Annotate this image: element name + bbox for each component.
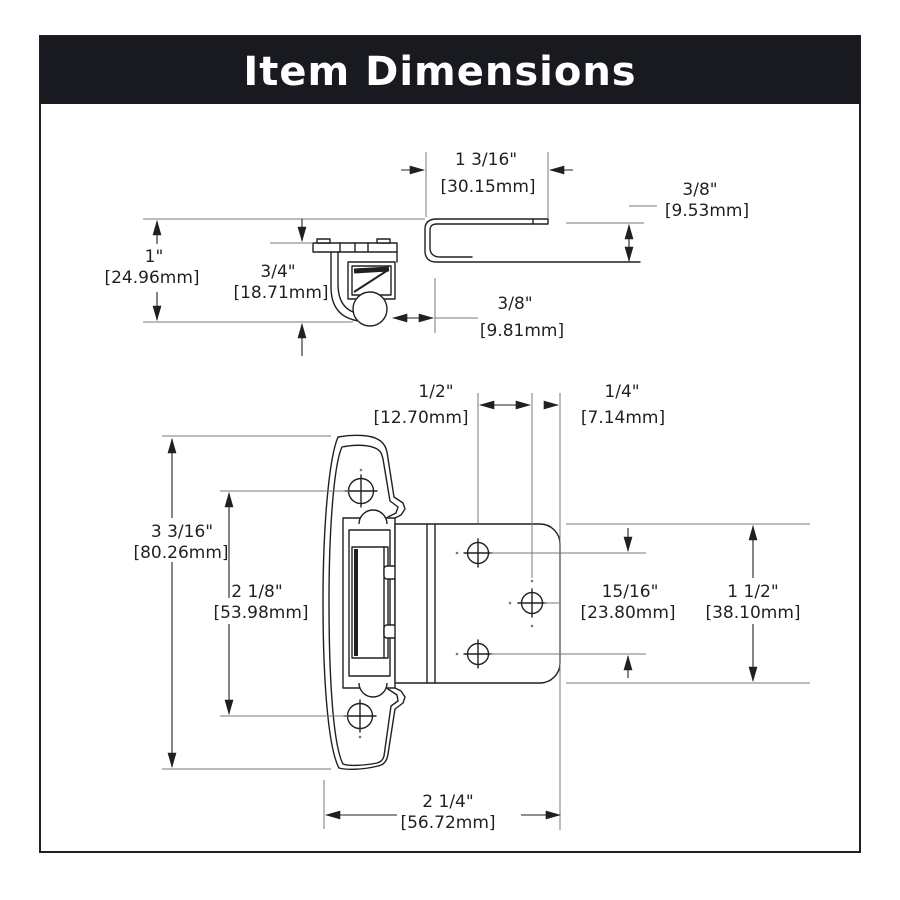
screw-hole-crosshair [463,538,493,568]
screw-head-edge [316,238,331,244]
dim-roller-inset-inches: 3/8" [497,294,532,314]
side-view-extension-lines [143,152,657,333]
flange-bend-outer [424,218,641,263]
dim-flange-offset-mm: [9.53mm] [665,201,749,221]
screw-hole-crosshair [517,588,547,618]
spring-leaf [353,269,389,293]
dim-wing-width-inches: 1 1/2" [727,582,778,602]
arm-outer [330,251,360,322]
dim-hole-offset-mm: [12.70mm] [373,408,468,428]
spring-coil [353,266,390,274]
roller [352,291,388,327]
front-view-dimension-arrows [167,400,758,820]
dim-overall-width-inches: 2 1/4" [422,792,473,812]
flange-bend-inner [429,223,473,258]
plate-seams [339,242,369,253]
door-wing-inner-outline [328,444,399,767]
sheet-border [39,35,861,853]
spring-box [342,517,396,689]
header-band [40,36,860,104]
dim-frame-hole-spacing-mm: [23.80mm] [580,603,675,623]
dim-edge-offset-inches: 1/4" [604,382,639,402]
dim-flange-offset-inches: 3/8" [682,180,717,200]
frame-wing-fold-lines [426,523,436,684]
dim-body-height-mm: [18.71mm] [233,283,328,303]
dim-flange-width-inches: 1 3/16" [455,150,517,170]
dim-door-hole-spacing-mm: [53.98mm] [213,603,308,623]
dim-edge-offset-mm: [7.14mm] [581,408,665,428]
dim-body-height-inches: 3/4" [260,262,295,282]
dim-wing-width-mm: [38.10mm] [705,603,800,623]
screw-hole-crosshair [463,639,493,669]
dim-hole-offset-inches: 1/2" [418,382,453,402]
dim-overall-height-mm: [24.96mm] [104,268,199,288]
dim-overall-width-mm: [56.72mm] [400,813,495,833]
hinge-front-view-drawing [322,434,561,771]
dim-overall-height-inches: 1" [145,247,164,267]
page-title: Item Dimensions [243,49,636,95]
dim-door-hole-spacing-inches: 2 1/8" [231,582,282,602]
screw-head-edge [376,238,391,244]
center-marks [358,468,534,739]
knuckle-bottom [358,682,388,698]
dim-overall-length-inches: 3 3/16" [151,522,213,542]
screw-hole-crosshair [344,474,378,508]
dim-flange-width-mm: [30.15mm] [440,177,535,197]
side-view-dimension-arrows [152,165,634,356]
knuckle-top [358,509,388,525]
dim-frame-hole-spacing-inches: 15/16" [602,582,659,602]
side-view-labels: 1 3/16" [30.15mm] 3/8" [9.53mm] 1" [24.9… [104,150,749,341]
spring-cartridge [351,546,389,659]
dim-overall-length-mm: [80.26mm] [133,543,228,563]
dim-roller-inset-mm: [9.81mm] [480,321,564,341]
front-view-labels: 1/2" [12.70mm] 1/4" [7.14mm] 3 3/16" [80… [133,382,800,833]
spring-box-inner [348,529,391,677]
screw-hole-crosshair [343,699,377,733]
front-view-extension-lines [162,393,810,830]
flange-strip [436,218,549,225]
hinge-side-view-drawing [312,218,641,327]
